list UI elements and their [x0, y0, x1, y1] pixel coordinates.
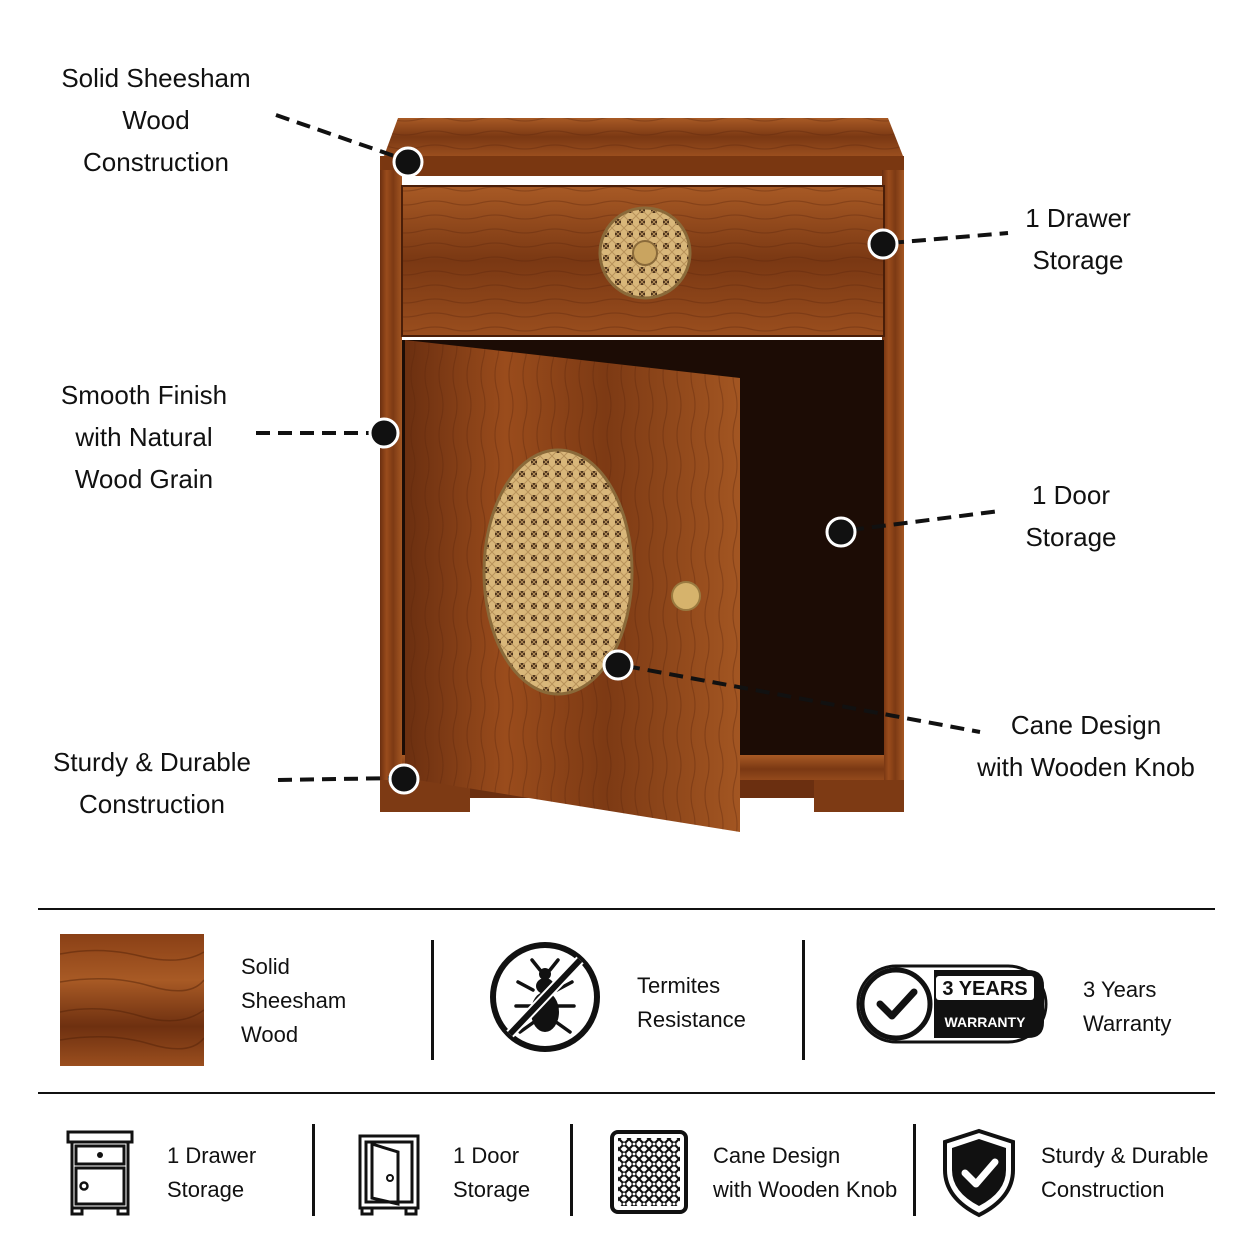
- cane-pattern-icon: [610, 1130, 688, 1214]
- callout-dot-door: [825, 516, 857, 548]
- callout-text: Solid Sheesham: [61, 63, 251, 93]
- callout-text: Cane Design: [1010, 710, 1162, 740]
- callout-text: Wood: [122, 105, 190, 135]
- callout-dot-finish: [368, 417, 400, 449]
- door-knob: [671, 581, 701, 611]
- feature-text: Cane Design: [713, 1143, 841, 1168]
- door-cane-panel: [482, 448, 634, 696]
- divider-vertical: [913, 1124, 916, 1216]
- feature-text: Resistance: [637, 1007, 746, 1032]
- callout-dot-wood: [392, 146, 424, 178]
- callout-wood: Solid Sheesham Wood Construction: [40, 57, 272, 183]
- callout-text: 1 Drawer: [1025, 203, 1131, 233]
- callout-dot-sturdy: [388, 763, 420, 795]
- drawer-cabinet-icon: [66, 1130, 134, 1216]
- door-cabinet-icon: [358, 1134, 420, 1216]
- cabinet-left-side: [380, 170, 402, 812]
- divider-top: [38, 908, 1215, 910]
- feature-sturdy: Sturdy & Durable Construction: [1041, 1139, 1209, 1207]
- callout-cane: Cane Design with Wooden Knob: [966, 704, 1206, 788]
- warranty-badge-icon: 3 YEARS WARRANTY: [856, 964, 1048, 1044]
- warranty-word-text: WARRANTY: [945, 1014, 1027, 1030]
- nightstand-illustration: [380, 118, 904, 832]
- callout-sturdy: Sturdy & Durable Construction: [40, 741, 264, 825]
- feature-text: 1 Drawer: [167, 1143, 257, 1168]
- feature-termites: Termites Resistance: [637, 969, 746, 1037]
- callout-door: 1 Door Storage: [1006, 474, 1136, 558]
- feature-text: Construction: [1041, 1177, 1165, 1202]
- warranty-years-text: 3 YEARS: [942, 978, 1027, 1000]
- feature-text: Sturdy & Durable: [1041, 1143, 1209, 1168]
- callout-text: with Natural: [75, 422, 213, 452]
- callout-text: 1 Door: [1031, 480, 1111, 510]
- divider-vertical: [312, 1124, 315, 1216]
- callout-text: Storage: [1032, 245, 1124, 275]
- callout-dot-cane: [602, 649, 634, 681]
- feature-text: Solid: [241, 954, 290, 979]
- shield-check-icon: [943, 1128, 1015, 1218]
- feature-text: with Wooden Knob: [713, 1177, 898, 1202]
- cabinet-foot-right: [814, 780, 904, 812]
- callout-dot-drawer: [867, 228, 899, 260]
- divider-vertical: [570, 1124, 573, 1216]
- callout-text: Sturdy & Durable: [53, 747, 251, 777]
- callout-text: Wood Grain: [74, 464, 214, 494]
- feature-text: Warranty: [1083, 1011, 1172, 1036]
- callout-leaders: [256, 113, 1009, 795]
- wood-swatch: [60, 934, 204, 1066]
- callout-text: with Wooden Knob: [977, 752, 1195, 782]
- feature-wood: Solid Sheesham Wood: [241, 950, 346, 1052]
- feature-drawer: 1 Drawer Storage: [167, 1139, 256, 1207]
- divider-vertical: [431, 940, 434, 1060]
- feature-cane: Cane Design with Wooden Knob: [713, 1139, 897, 1207]
- callout-finish: Smooth Finish with Natural Wood Grain: [44, 374, 244, 500]
- feature-text: 3 Years: [1083, 977, 1157, 1002]
- feature-text: Storage: [167, 1177, 245, 1202]
- callout-text: Smooth Finish: [60, 380, 228, 410]
- feature-text: Sheesham: [241, 988, 347, 1013]
- feature-text: Termites: [637, 973, 721, 998]
- feature-door: 1 Door Storage: [453, 1139, 530, 1207]
- divider-vertical: [802, 940, 805, 1060]
- no-termite-icon: [490, 942, 600, 1052]
- feature-text: 1 Door: [453, 1143, 520, 1168]
- divider-middle: [38, 1092, 1215, 1094]
- callout-text: Construction: [79, 789, 225, 819]
- feature-warranty: 3 Years Warranty: [1083, 973, 1171, 1041]
- cabinet-right-side: [882, 170, 904, 812]
- feature-text: Wood: [241, 1022, 299, 1047]
- callout-drawer: 1 Drawer Storage: [1008, 197, 1148, 281]
- callout-text: Storage: [1025, 522, 1117, 552]
- feature-text: Storage: [453, 1177, 531, 1202]
- callout-text: Construction: [83, 147, 229, 177]
